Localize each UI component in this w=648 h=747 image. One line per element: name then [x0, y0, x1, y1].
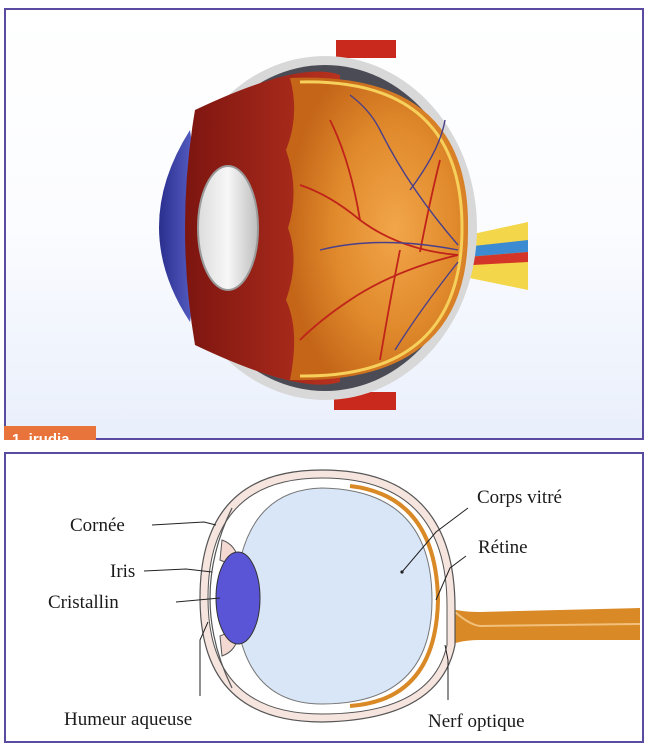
label-cristallin: Cristallin [48, 592, 119, 613]
label-nerf-optique: Nerf optique [428, 711, 525, 732]
label-cornee: Cornée [70, 515, 125, 536]
optic-nerve-diagram [440, 605, 640, 650]
label-corps-vitre: Corps vitré [477, 487, 562, 508]
vitreous-body [235, 488, 432, 704]
lens-diagram [216, 552, 260, 644]
label-retine: Rétine [478, 537, 528, 558]
label-iris: Iris [110, 561, 135, 582]
label-humeur-aqueuse: Humeur aqueuse [64, 709, 192, 730]
